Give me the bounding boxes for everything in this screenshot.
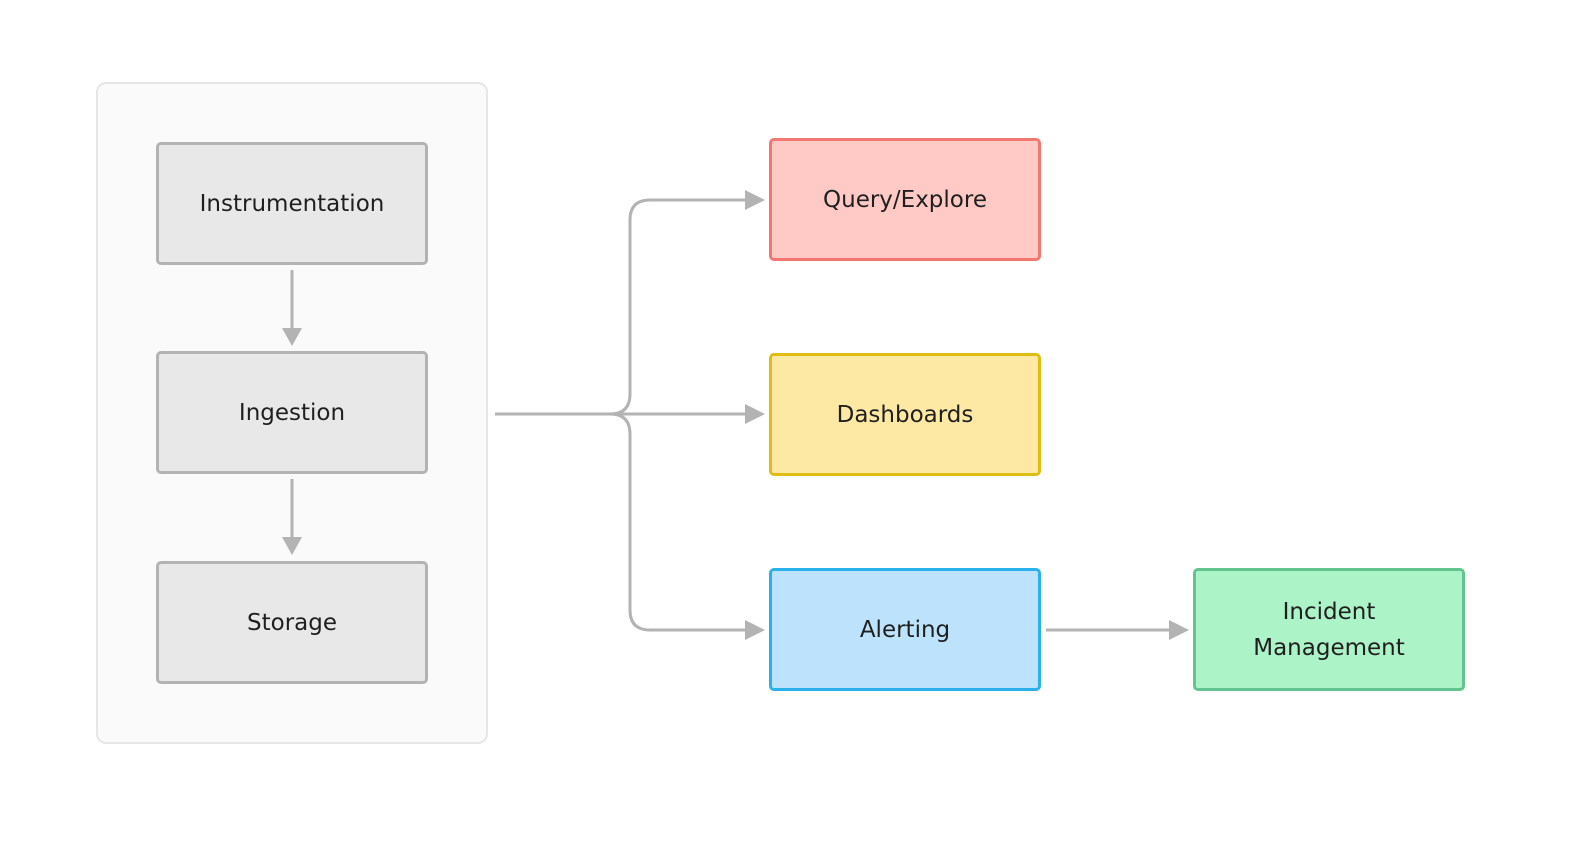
- arrowhead-group-alerting: [745, 620, 765, 640]
- alerting-label: Alerting: [859, 616, 951, 643]
- ingestion-label: Ingestion: [238, 399, 346, 426]
- query-explore-node: Query/Explore: [769, 138, 1041, 261]
- alerting-node: Alerting: [769, 568, 1041, 691]
- arrowhead-instrumentation-ingestion: [282, 328, 302, 346]
- instrumentation-label: Instrumentation: [199, 190, 385, 217]
- incident-management-label: Incident Management: [1253, 598, 1405, 661]
- arrowhead-group-query-explore: [745, 190, 765, 210]
- incident-management-node: Incident Management: [1193, 568, 1465, 691]
- dashboards-node: Dashboards: [769, 353, 1041, 476]
- storage-label: Storage: [247, 609, 337, 636]
- dashboards-label: Dashboards: [836, 401, 974, 428]
- arrowhead-ingestion-storage: [282, 537, 302, 555]
- arrowhead-alerting-incident-management: [1169, 620, 1189, 640]
- instrumentation-node: Instrumentation: [156, 142, 428, 265]
- query-explore-label: Query/Explore: [823, 186, 987, 213]
- edge-group-query-explore: [609, 198, 746, 416]
- storage-node: Storage: [156, 561, 428, 684]
- ingestion-node: Ingestion: [156, 351, 428, 474]
- arrowhead-group-dashboards: [745, 404, 765, 424]
- edge-group-alerting: [609, 412, 746, 632]
